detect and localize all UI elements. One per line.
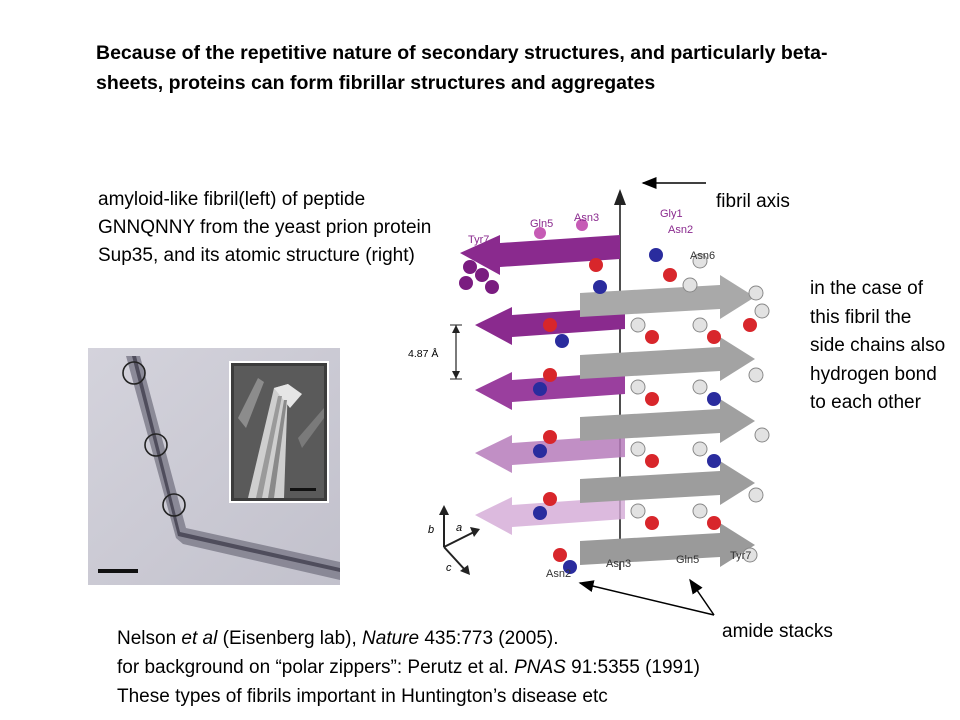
micro-circle-1: [122, 361, 146, 385]
crystal-axes: [439, 505, 480, 575]
caption-left: amyloid-like fibril(left) of peptide GNN…: [98, 189, 432, 266]
axis-a-label: a: [456, 522, 462, 534]
fibril-atomic-structure: 4.87 Å Gln5 Asn3 Gly1 Asn2 Tyr7 Asn6 b a…: [408, 189, 770, 580]
reference-line-1: Nelson et al (Eisenberg lab), Nature 435…: [117, 624, 700, 653]
axis-c-label: c: [446, 562, 452, 574]
label-asn3-bottom: Asn3: [606, 558, 631, 570]
fibril-axis-label: fibril axis: [716, 191, 790, 212]
slide-title: Because of the repetitive nature of seco…: [96, 42, 828, 94]
micro-scale-bar: [98, 569, 138, 573]
label-gln5-top: Gln5: [530, 218, 553, 230]
ref1-etal: et al: [181, 628, 218, 649]
label-asn3-top: Asn3: [574, 212, 599, 224]
label-gly1: Gly1: [660, 208, 683, 220]
micro-circle-3: [162, 493, 186, 517]
micro-circle-2: [144, 433, 168, 457]
references: Nelson et al (Eisenberg lab), Nature 435…: [117, 624, 700, 711]
amide-stacks-label: amide stacks: [722, 621, 833, 642]
ref2-journal: PNAS: [514, 657, 566, 678]
atoms: [459, 219, 770, 574]
caption-right: in the case of this fibril the side chai…: [810, 278, 946, 413]
label-tyr7-bottom: Tyr7: [730, 550, 751, 562]
beta-strands-gray: [580, 275, 755, 567]
label-gln5-bottom: Gln5: [676, 554, 699, 566]
ref1-lab: (Eisenberg lab),: [217, 628, 363, 649]
micro-inset: [229, 361, 329, 503]
reference-line-3: These types of fibrils important in Hunt…: [117, 686, 608, 707]
label-asn2-top: Asn2: [668, 224, 693, 236]
spacing-label: 4.87 Å: [408, 347, 438, 360]
label-tyr7-top: Tyr7: [468, 234, 489, 246]
ref1-journal: Nature: [362, 628, 420, 649]
ref1-citation: 435:773 (2005).: [419, 628, 559, 649]
fibril-micrograph: [88, 348, 340, 585]
axis-b-label: b: [428, 524, 434, 536]
ref2-text: for background on “polar zippers”: Perut…: [117, 657, 515, 678]
ref1-author: Nelson: [117, 628, 182, 649]
label-asn6: Asn6: [690, 250, 715, 262]
spacing-bracket: [450, 324, 462, 380]
label-asn2-bottom: Asn2: [546, 568, 571, 580]
reference-line-2: for background on “polar zippers”: Perut…: [117, 653, 700, 682]
ref2-citation: 91:5355 (1991): [565, 657, 701, 678]
